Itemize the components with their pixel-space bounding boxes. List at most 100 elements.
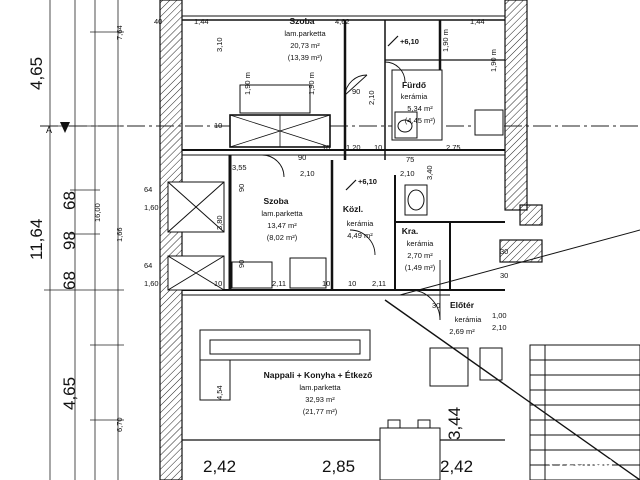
svg-text:5,34 m²: 5,34 m² [407, 104, 433, 113]
svg-text:lam.parketta: lam.parketta [261, 209, 303, 218]
svg-text:11,64: 11,64 [27, 219, 46, 260]
svg-text:10: 10 [322, 279, 330, 288]
svg-text:10: 10 [374, 143, 382, 152]
svg-text:kerámia: kerámia [407, 239, 435, 248]
svg-text:4,54: 4,54 [215, 385, 224, 400]
svg-text:(13,39 m²): (13,39 m²) [288, 53, 323, 62]
svg-text:Közl.: Közl. [343, 204, 363, 214]
exterior-walls [159, 0, 543, 480]
svg-text:68: 68 [60, 191, 79, 210]
svg-text:2,69 m²: 2,69 m² [449, 327, 475, 336]
svg-text:1,60: 1,60 [144, 279, 159, 288]
svg-text:1,44: 1,44 [470, 17, 485, 26]
svg-text:10: 10 [214, 279, 222, 288]
svg-text:64: 64 [144, 185, 152, 194]
svg-text:7,64: 7,64 [115, 25, 124, 40]
section-marker: A [46, 125, 52, 135]
svg-text:1,90 m: 1,90 m [489, 49, 498, 72]
svg-text:(4,45 m²): (4,45 m²) [405, 116, 436, 125]
svg-text:3,80: 3,80 [215, 215, 224, 230]
svg-text:1,00: 1,00 [492, 311, 507, 320]
svg-text:2,11: 2,11 [272, 279, 286, 288]
svg-text:4,62: 4,62 [335, 17, 350, 26]
svg-text:90: 90 [237, 184, 246, 192]
room-furdo: Fürdő kerámia 5,34 m² (4,45 m²) [401, 80, 436, 125]
svg-text:2,42: 2,42 [203, 457, 236, 476]
left-dimension-lines [44, 0, 124, 480]
room-nappali: Nappali + Konyha + Étkező lam.parketta 3… [264, 370, 373, 416]
svg-text:Előtér: Előtér [450, 300, 475, 310]
svg-text:1,66: 1,66 [115, 227, 124, 242]
svg-text:6,70: 6,70 [115, 417, 124, 432]
svg-text:20,73 m²: 20,73 m² [290, 41, 320, 50]
svg-text:4,65: 4,65 [27, 57, 46, 90]
svg-text:30: 30 [432, 301, 440, 310]
section-line-a: A [40, 122, 640, 135]
svg-text:kerámia: kerámia [455, 315, 483, 324]
inner-dimensions: 40 1,44 4,62 1,44 10 1,90 m 1,90 m 3,10 … [144, 17, 508, 400]
svg-text:2,10: 2,10 [367, 90, 376, 105]
svg-text:4,65: 4,65 [60, 377, 79, 410]
svg-text:3,40: 3,40 [425, 165, 434, 180]
zenga-watermark: zenga [549, 455, 613, 471]
staircase [384, 229, 640, 480]
kitchen-counter [199, 329, 371, 401]
svg-text:Nappali + Konyha + Étkező: Nappali + Konyha + Étkező [264, 370, 373, 380]
svg-text:1,90 m: 1,90 m [243, 72, 252, 95]
svg-text:kerámia: kerámia [347, 219, 375, 228]
svg-text:32,93 m²: 32,93 m² [305, 395, 335, 404]
interior-walls [182, 15, 505, 441]
svg-text:2,10: 2,10 [400, 169, 415, 178]
svg-text:2,70 m²: 2,70 m² [407, 251, 433, 260]
svg-text:40: 40 [154, 17, 162, 26]
svg-text:Szoba: Szoba [289, 16, 314, 26]
svg-text:1,90 m: 1,90 m [307, 72, 316, 95]
svg-text:2,10: 2,10 [492, 323, 507, 332]
svg-text:kerámia: kerámia [401, 92, 429, 101]
svg-text:16,00: 16,00 [93, 203, 102, 222]
svg-text:10: 10 [214, 121, 222, 130]
level-marker-2: +6,10 [345, 177, 377, 191]
svg-text:zenga: zenga [566, 455, 613, 471]
svg-text:10: 10 [322, 143, 330, 152]
svg-text:(1,49 m²): (1,49 m²) [405, 263, 436, 272]
svg-text:13,47 m²: 13,47 m² [267, 221, 297, 230]
svg-text:2,85: 2,85 [322, 457, 355, 476]
svg-text:1,90 m: 1,90 m [441, 29, 450, 52]
svg-text:Fürdő: Fürdő [402, 80, 426, 90]
svg-text:90: 90 [237, 260, 246, 268]
room-szoba-1: Szoba lam.parketta 20,73 m² (13,39 m²) [284, 16, 326, 62]
room-kra: Kra. kerámia 2,70 m² (1,49 m²) [402, 226, 436, 272]
svg-text:2,11: 2,11 [372, 279, 386, 288]
svg-text:1,60: 1,60 [144, 203, 159, 212]
svg-text:68: 68 [60, 271, 79, 290]
left-dimensions: 4,65 11,64 68 98 68 4,65 7,64 16,00 1,66… [27, 25, 124, 432]
svg-text:Kra.: Kra. [402, 226, 419, 236]
svg-text:1,20: 1,20 [346, 143, 361, 152]
bathroom-fixtures [391, 69, 504, 216]
svg-text:2,42: 2,42 [440, 457, 473, 476]
svg-text:75: 75 [406, 155, 414, 164]
room-kozl: Közl. kerámia 4,49 m² [343, 204, 374, 240]
bottom-dimensions: 2,42 2,85 2,42 3,44 [203, 407, 473, 476]
svg-text:30: 30 [500, 271, 508, 280]
svg-text:90: 90 [352, 87, 360, 96]
svg-text:4,49 m²: 4,49 m² [347, 231, 373, 240]
svg-text:3,44: 3,44 [445, 407, 464, 440]
svg-text:(8,02 m²): (8,02 m²) [267, 233, 298, 242]
svg-text:lam.parketta: lam.parketta [284, 29, 326, 38]
svg-text:+6,10: +6,10 [358, 177, 377, 186]
svg-text:lam.parketta: lam.parketta [299, 383, 341, 392]
room-szoba-2: Szoba lam.parketta 13,47 m² (8,02 m²) [261, 196, 303, 242]
svg-text:Szoba: Szoba [263, 196, 288, 206]
svg-text:64: 64 [144, 261, 152, 270]
svg-text:98: 98 [60, 231, 79, 250]
svg-text:+6,10: +6,10 [400, 37, 419, 46]
svg-text:3,55: 3,55 [232, 163, 247, 172]
svg-text:(21,77 m²): (21,77 m²) [303, 407, 338, 416]
svg-text:3,10: 3,10 [215, 37, 224, 52]
svg-text:90: 90 [298, 153, 306, 162]
dining-table [379, 347, 503, 480]
level-marker-1: +6,10 [387, 35, 419, 47]
